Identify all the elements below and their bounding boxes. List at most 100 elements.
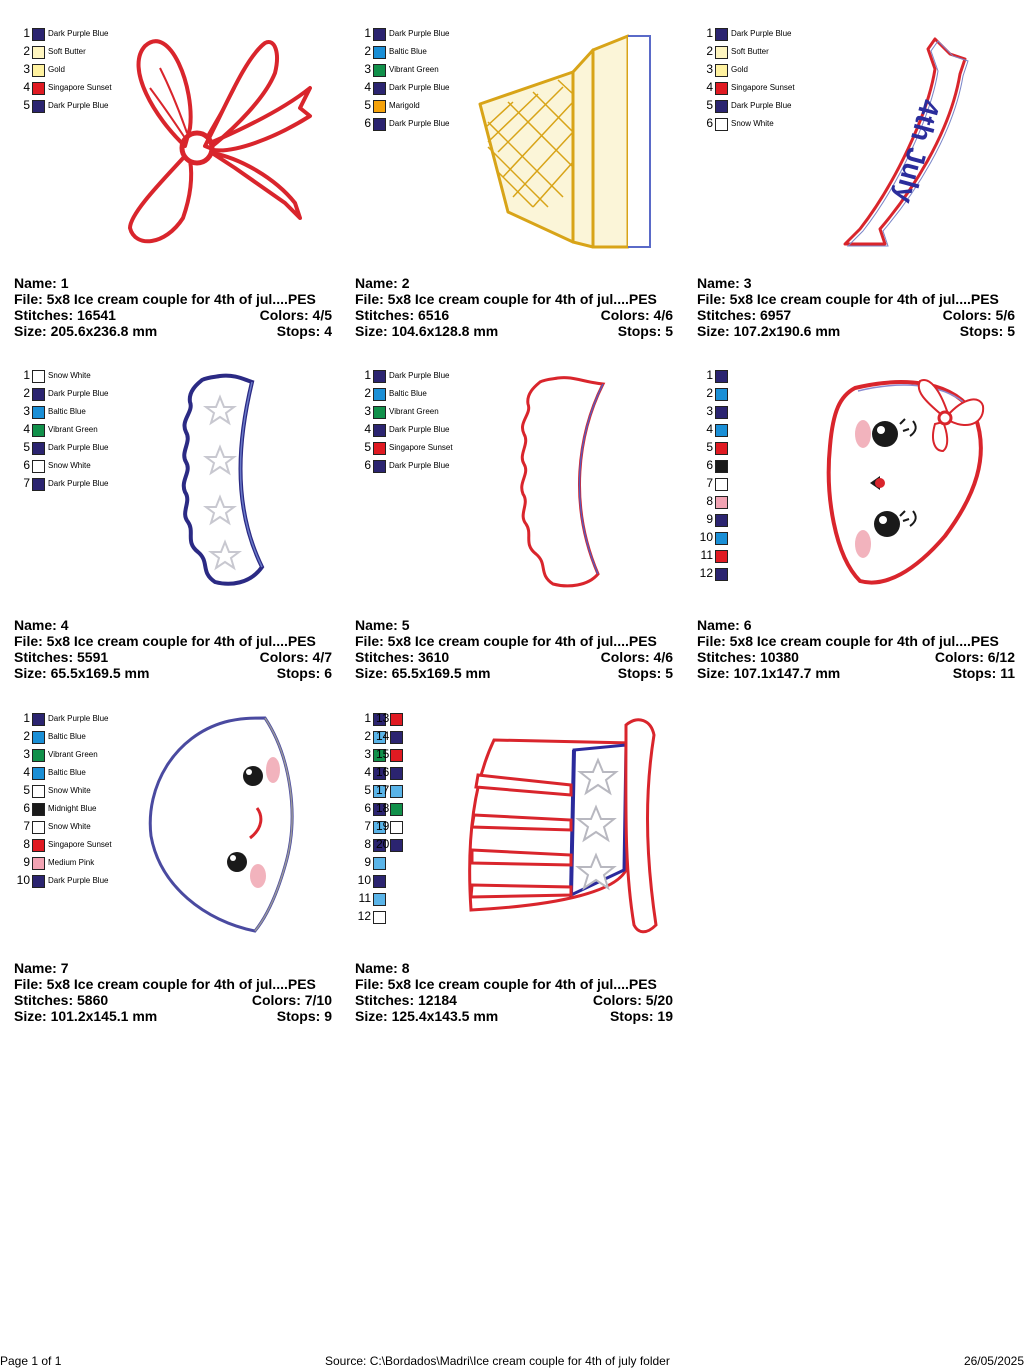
thread-number: 6: [364, 116, 371, 130]
thread-number: 3: [706, 62, 713, 76]
stitches-label: Stitches:: [355, 992, 419, 1008]
thread-color-swatch: [32, 82, 45, 95]
thread-color-swatch: [715, 514, 728, 527]
thread-row: 10: [358, 872, 519, 890]
thread-color-swatch: [715, 442, 728, 455]
file-label: File:: [14, 291, 47, 307]
thread-number: 4: [23, 765, 30, 779]
colors-label: Colors:: [600, 307, 654, 323]
scalloped-crescent-stars-image: [181, 373, 265, 586]
stitches-value: 3610: [418, 649, 450, 665]
name-label: Name:: [14, 275, 61, 291]
scalloped-crescent-image: [520, 376, 606, 588]
thread-number: 8: [706, 494, 713, 508]
thread-row: 12: [358, 908, 519, 926]
stitches-value: 6957: [760, 307, 792, 323]
thread-color-swatch: [390, 713, 403, 726]
thread-color-swatch: [373, 911, 386, 924]
thread-number: 3: [23, 62, 30, 76]
thread-color-swatch: [32, 875, 45, 888]
thread-number: 6: [706, 116, 713, 130]
thread-number: 10: [357, 873, 371, 887]
thread-row: 6: [359, 800, 519, 818]
thread-row: 4: [701, 421, 861, 439]
design-file: 5x8 Ice cream couple for 4th of jul....P…: [387, 633, 657, 649]
thread-color-swatch: [32, 478, 45, 491]
thread-number: 1: [23, 368, 30, 382]
stops-label: Stops:: [952, 665, 1001, 681]
thread-color-swatch: [390, 785, 403, 798]
thread-color-swatch: [373, 370, 386, 383]
thread-name: Snow White: [48, 786, 91, 795]
thread-row: 4 Baltic Blue: [18, 764, 178, 782]
stops-value: 6: [324, 665, 332, 681]
design-file: 5x8 Ice cream couple for 4th of jul....P…: [387, 291, 657, 307]
thread-row: 3: [359, 746, 519, 764]
colors-value: 6/12: [987, 649, 1015, 665]
thread-number: 5: [364, 783, 371, 797]
thread-row: 7: [359, 818, 519, 836]
stops-label: Stops:: [276, 665, 325, 681]
thread-row: 13: [376, 710, 438, 728]
thread-row: 14: [376, 728, 438, 746]
thread-number: 3: [364, 404, 371, 418]
thread-color-swatch: [32, 731, 45, 744]
thread-name: Dark Purple Blue: [731, 101, 792, 110]
thread-color-swatch: [32, 64, 45, 77]
file-label: File:: [697, 633, 730, 649]
thread-color-swatch: [715, 496, 728, 509]
thread-color-swatch: [715, 550, 728, 563]
thread-color-swatch: [32, 424, 45, 437]
thread-number: 1: [364, 711, 371, 725]
banner-design-image: 4th July: [843, 37, 969, 247]
stops-label: Stops:: [609, 1008, 658, 1024]
thread-number: 7: [23, 819, 30, 833]
thread-color-swatch: [32, 839, 45, 852]
thread-number: 5: [706, 440, 713, 454]
thread-name: Marigold: [389, 101, 420, 110]
thread-number: 4: [23, 422, 30, 436]
thread-name: Soft Butter: [48, 47, 86, 56]
thread-name: Snow White: [48, 371, 91, 380]
thread-number: 8: [23, 837, 30, 851]
thread-color-swatch: [715, 424, 728, 437]
design-file: 5x8 Ice cream couple for 4th of jul....P…: [729, 291, 999, 307]
size-label: Size:: [355, 665, 392, 681]
thread-number: 18: [376, 801, 390, 815]
thread-color-swatch: [715, 370, 728, 383]
thread-number: 2: [364, 386, 371, 400]
size-value: 205.6x236.8 mm: [50, 323, 158, 339]
thread-color-swatch: [715, 478, 728, 491]
thread-row: 11: [359, 890, 519, 908]
thread-number: 4: [706, 422, 713, 436]
design-name: 4: [60, 617, 69, 633]
thread-color-swatch: [715, 82, 728, 95]
thread-color-swatch: [373, 388, 386, 401]
thread-number: 1: [23, 26, 30, 40]
thread-name: Baltic Blue: [48, 768, 86, 777]
thread-name: Gold: [48, 65, 65, 74]
thread-color-swatch: [373, 442, 386, 455]
stitches-label: Stitches:: [14, 992, 78, 1008]
thread-number: 11: [700, 548, 713, 562]
thread-name: Vibrant Green: [389, 407, 439, 416]
thread-name: Medium Pink: [48, 858, 95, 867]
stitches-value: 10380: [760, 649, 799, 665]
design-name-row: Name: 1: [14, 275, 332, 291]
thread-number: 5: [23, 98, 30, 112]
